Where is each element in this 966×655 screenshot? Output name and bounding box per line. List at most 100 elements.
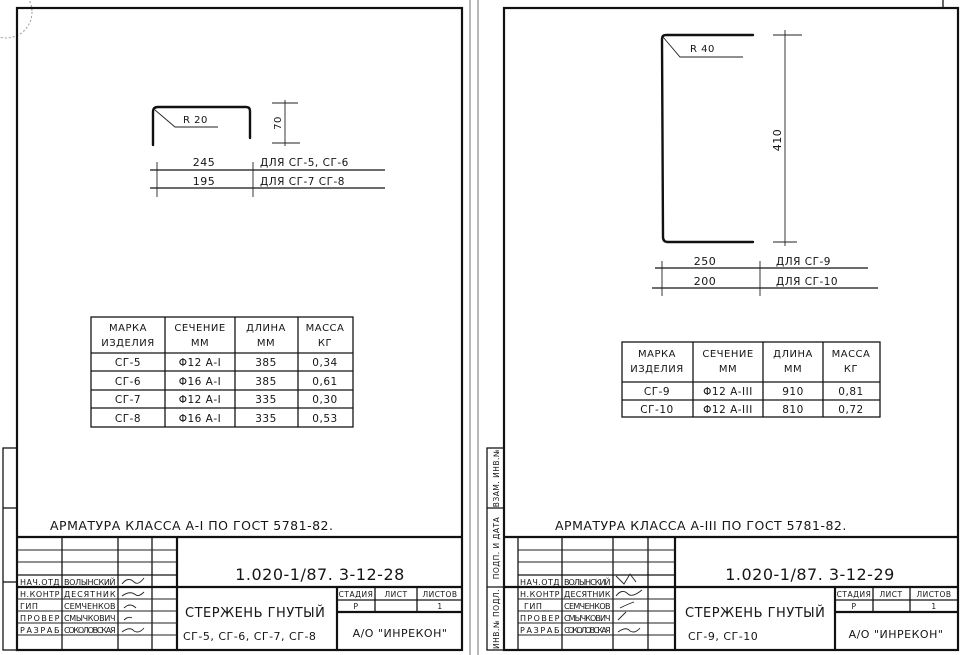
header-cell: МАРКА (638, 349, 676, 360)
dimension-label: ДЛЯ СГ-10 (776, 276, 838, 288)
signatures (121, 577, 145, 633)
header-cell: ММ (784, 364, 802, 375)
radius-leader (154, 109, 218, 128)
table-header: МАРКА ИЗДЕЛИЯ СЕЧЕНИЕ ММ ДЛИНА ММ МАССА … (101, 323, 344, 349)
staff-role: ГИП (524, 602, 542, 611)
dimension-label: ДЛЯ СГ-9 (776, 256, 831, 268)
header-cell: ИЗДЕЛИЯ (101, 338, 154, 349)
side-strip (2, 447, 18, 651)
cell: 335 (255, 413, 277, 425)
cell: 910 (782, 386, 804, 398)
staff-role: РАЗРАБ (20, 626, 60, 635)
drawing-title: СТЕРЖЕНЬ ГНУТЫЙ (685, 605, 825, 621)
table-row: СГ-9 Φ12 А-III 910 0,81 (644, 386, 863, 398)
bent-bar-drawing: R 40 410 250 200 ДЛЯ СГ-9 ДЛЯ СГ-10 (652, 30, 878, 296)
height-dimension: 70 (273, 116, 284, 130)
staff-name: СЕМЧЕНКОВ (64, 602, 116, 611)
sheets-label: ЛИСТОВ (422, 590, 457, 599)
header-cell: МАРКА (109, 323, 147, 334)
sheet-2: ИНВ.№ ПОДЛ. ПОДП. И ДАТА ВЗАМ. ИНВ.№ R 4… (477, 0, 960, 655)
signatures (615, 573, 643, 633)
cell: 810 (782, 404, 804, 416)
cell: 385 (255, 376, 277, 388)
title-block: НАЧ.ОТД ВОЛЫНСКИЙ Н.КОНТР ДЕСЯТНИК ГИП С… (504, 535, 958, 650)
radius-leader (662, 36, 743, 58)
staff-name: ВОЛЫНСКИЙ (64, 576, 116, 587)
table-row: СГ-5 Φ12 А-I 385 0,34 (115, 357, 337, 369)
sheets-value: 1 (931, 602, 936, 611)
header-cell: ИЗДЕЛИЯ (630, 364, 683, 375)
stage-header: СТАДИЯ ЛИСТ ЛИСТОВ Р 1 (339, 590, 457, 611)
staff-role: НАЧ.ОТД (20, 578, 60, 587)
radius-label: R 20 (183, 115, 208, 126)
staff-name: СМЫЧКОВИЧ (64, 614, 116, 623)
staff-role: ГИП (20, 602, 38, 611)
strip-label: ИНВ.№ ПОДЛ. (492, 589, 501, 649)
header-cell: МАССА (832, 349, 871, 360)
sheet-frame (15, 6, 464, 652)
bent-bar-drawing: R 20 70 245 195 ДЛЯ СГ-5, СГ-6 ДЛЯ СГ-7 … (150, 100, 385, 197)
header-cell: КГ (318, 338, 332, 349)
header-cell: ММ (191, 338, 209, 349)
cell: 335 (255, 394, 277, 406)
cell: 0,72 (838, 404, 863, 416)
header-cell: ДЛИНА (773, 349, 813, 360)
dimension-value: 250 (694, 255, 717, 268)
side-strip: ИНВ.№ ПОДЛ. ПОДП. И ДАТА ВЗАМ. ИНВ.№ (486, 447, 505, 651)
bar-shape (151, 105, 252, 147)
staff-name: СЕМЧЕНКОВ (564, 602, 611, 611)
cell: Φ12 А-III (703, 386, 753, 398)
strip-label: ВЗАМ. ИНВ.№ (492, 449, 501, 507)
header-cell: СЕЧЕНИЕ (174, 323, 225, 334)
cell: СГ-6 (115, 376, 141, 388)
staff-list: НАЧ.ОТД ВОЛЫНСКИЙ Н.КОНТР ДЕСЯТНИК ГИП С… (520, 576, 611, 635)
header-cell: ММ (257, 338, 275, 349)
table-row: СГ-6 Φ16 А-I 385 0,61 (115, 376, 337, 388)
cell: 385 (255, 357, 277, 369)
title-block: НАЧ.ОТД ВОЛЫНСКИЙ Н.КОНТР ДЕСЯТНИК ГИП С… (17, 535, 462, 650)
stage-value: Р (353, 602, 358, 611)
cell: СГ-9 (644, 386, 670, 398)
sheet-label: ЛИСТ (879, 590, 902, 599)
stage-label: СТАДИЯ (837, 590, 872, 599)
sheets-value: 1 (437, 602, 442, 611)
spec-table: МАРКА ИЗДЕЛИЯ СЕЧЕНИЕ ММ ДЛИНА ММ МАССА … (90, 316, 354, 428)
staff-name: ВОЛЫНСКИЙ (564, 576, 611, 587)
drawing-title: СТЕРЖЕНЬ ГНУТЫЙ (185, 605, 325, 621)
header-cell: ММ (719, 364, 737, 375)
reinforcement-note: АРМАТУРА КЛАССА А-I ПО ГОСТ 5781-82. (50, 518, 333, 533)
header-cell: МАССА (306, 323, 345, 334)
radius-label: R 40 (690, 44, 715, 55)
table-row: СГ-10 Φ12 А-III 810 0,72 (640, 404, 863, 416)
sheets-label: ЛИСТОВ (916, 590, 951, 599)
cell: Φ12 А-I (179, 394, 222, 406)
header-cell: КГ (844, 364, 858, 375)
cell: СГ-10 (640, 404, 673, 416)
cell: 0,61 (312, 376, 337, 388)
stage-label: СТАДИЯ (339, 590, 374, 599)
staff-name: СОКОЛОВСКАЯ (64, 626, 116, 635)
table-row: СГ-8 Φ16 А-I 335 0,53 (115, 413, 337, 425)
cell: Φ16 А-I (179, 376, 222, 388)
sheet-1: R 20 70 245 195 ДЛЯ СГ-5, СГ-6 ДЛЯ СГ-7 … (0, 0, 471, 655)
cell: 0,34 (312, 357, 337, 369)
staff-list: НАЧ.ОТД ВОЛЫНСКИЙ Н.КОНТР ДЕСЯТНИК ГИП С… (20, 576, 116, 635)
cell: Φ12 А-III (703, 404, 753, 416)
bar-shape (660, 33, 755, 244)
staff-role: РАЗРАБ (520, 626, 560, 635)
cell: 0,30 (312, 394, 337, 406)
staff-name: СМЫЧКОВИЧ (564, 614, 611, 623)
height-dimension: 410 (771, 129, 784, 152)
document-number: 1.020-1/87. 3-12-29 (725, 565, 895, 584)
organization: А/О "ИНРЕКОН" (353, 627, 448, 640)
sheet-frame (502, 6, 960, 652)
reinforcement-note: АРМАТУРА КЛАССА А-III ПО ГОСТ 5781-82. (555, 518, 847, 533)
staff-name: ДЕСЯТНИК (564, 590, 611, 599)
stage-header: СТАДИЯ ЛИСТ ЛИСТОВ Р 1 (837, 590, 951, 611)
stage-value: Р (851, 602, 856, 611)
cell: Φ16 А-I (179, 413, 222, 425)
staff-role: Н.КОНТР (20, 590, 60, 599)
dimension-label: ДЛЯ СГ-5, СГ-6 (260, 157, 349, 169)
dimension-value: 245 (193, 156, 216, 169)
